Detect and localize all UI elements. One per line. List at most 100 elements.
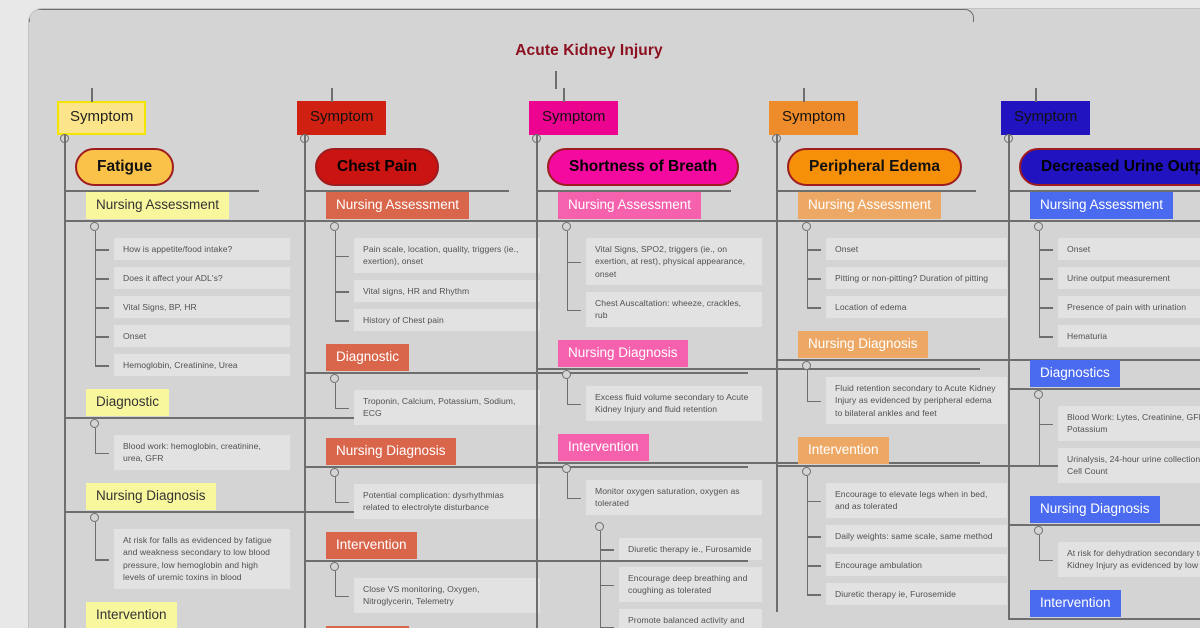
branch-drop-shortness-of-breath[interactable] [563,88,565,102]
leaf-decreased-urine-output-0-2[interactable]: Presence of pain with urination [1058,296,1200,318]
category-shortness-of-breath-0[interactable]: Nursing Assessment [558,192,701,219]
rail-fatigue-0[interactable] [95,231,97,365]
category-underline-chest-pain-1[interactable] [304,372,748,374]
leaf-peripheral-edema-2-3[interactable]: Diuretic therapy ie, Furosemide [826,583,1007,605]
rail-shortness-of-breath-0[interactable] [567,231,569,310]
leaf-stub-peripheral-edema-0-1[interactable] [807,278,821,280]
rail-shortness-of-breath-2[interactable] [567,473,569,498]
spine-peripheral-edema[interactable] [776,134,778,612]
leaf-stub-fatigue-2-0[interactable] [95,559,109,561]
leaf-shortness-of-breath-0-0[interactable]: Vital Signs, SPO2, triggers (ie., on exe… [586,238,762,285]
branch-header-peripheral-edema[interactable]: Symptom [769,101,858,135]
leaf-fatigue-0-4[interactable]: Hemoglobin, Creatinine, Urea [114,354,290,376]
rail-chest-pain-1[interactable] [335,383,337,408]
leaf-shortness-of-breath-2-0-2[interactable]: Promote balanced activity and rest [619,609,762,628]
collapse-knob-shortness-of-breath-2[interactable] [562,464,571,473]
category-underline-peripheral-edema-1[interactable] [776,359,1200,361]
symptom-pill-fatigue[interactable]: Fatigue [75,148,174,186]
rail-chest-pain-2[interactable] [335,477,337,502]
leaf-stub-fatigue-0-0[interactable] [95,249,109,251]
leaf-shortness-of-breath-0-1[interactable]: Chest Auscaltation: wheeze, crackles, ru… [586,292,762,327]
collapse-knob-peripheral-edema-1[interactable] [802,361,811,370]
rail-chest-pain-3[interactable] [335,571,337,596]
leaf-stub-chest-pain-2-0[interactable] [335,502,349,504]
rail-peripheral-edema-2[interactable] [807,476,809,594]
leaf-decreased-urine-output-2-0[interactable]: At risk for dehydration secondary to Acu… [1058,542,1200,577]
leaf-stub-fatigue-1-0[interactable] [95,453,109,455]
collapse-knob-fatigue-2[interactable] [90,513,99,522]
leaf-stub-decreased-urine-output-1-1[interactable] [1039,466,1053,468]
leaf-peripheral-edema-0-1[interactable]: Pitting or non-pitting? Duration of pitt… [826,267,1007,289]
collapse-knob-chest-pain-2[interactable] [330,468,339,477]
spine-decreased-urine-output[interactable] [1008,134,1010,620]
leaf-fatigue-0-1[interactable]: Does it affect your ADL's? [114,267,290,289]
leaf-shortness-of-breath-2-0-1[interactable]: Encourage deep breathing and coughing as… [619,567,762,602]
leaf-chest-pain-0-2[interactable]: History of Chest pain [354,309,540,331]
leaf-peripheral-edema-2-2[interactable]: Encourage ambulation [826,554,1007,576]
spine-shortness-of-breath[interactable] [536,134,538,628]
collapse-knob-shortness-of-breath-0[interactable] [562,222,571,231]
branch-drop-decreased-urine-output[interactable] [1035,88,1037,102]
leaf-stub-fatigue-0-2[interactable] [95,307,109,309]
leaf-stub-chest-pain-3-0[interactable] [335,596,349,598]
leaf-decreased-urine-output-0-0[interactable]: Onset [1058,238,1200,260]
branch-header-chest-pain[interactable]: Symptom [297,101,386,135]
leaf-chest-pain-0-0[interactable]: Pain scale, location, quality, triggers … [354,238,540,273]
collapse-knob-peripheral-edema-2[interactable] [802,467,811,476]
leaf-stub-decreased-urine-output-0-3[interactable] [1039,336,1053,338]
collapse-knob-shortness-of-breath-2-0[interactable] [595,522,604,531]
category-shortness-of-breath-1[interactable]: Nursing Diagnosis [558,340,688,367]
category-fatigue-1[interactable]: Diagnostic [86,389,169,416]
collapse-knob-chest-pain-0[interactable] [330,222,339,231]
collapse-knob-shortness-of-breath-1[interactable] [562,370,571,379]
leaf-stub-fatigue-0-3[interactable] [95,336,109,338]
branch-header-shortness-of-breath[interactable]: Symptom [529,101,618,135]
leaf-fatigue-1-0[interactable]: Blood work: hemoglobin, creatinine, urea… [114,435,290,470]
rail-peripheral-edema-1[interactable] [807,370,809,401]
branch-drop-fatigue[interactable] [91,88,93,102]
rail-decreased-urine-output-0[interactable] [1039,231,1041,336]
leaf-stub-decreased-urine-output-2-0[interactable] [1039,560,1053,562]
leaf-decreased-urine-output-1-1[interactable]: Urinalysis, 24-hour urine collection, C&… [1058,448,1200,483]
leaf-stub-peripheral-edema-2-1[interactable] [807,536,821,538]
branch-header-decreased-urine-output[interactable]: Symptom [1001,101,1090,135]
leaf-stub-decreased-urine-output-1-0[interactable] [1039,424,1053,426]
category-chest-pain-3[interactable]: Intervention [326,532,417,559]
leaf-stub-chest-pain-0-0[interactable] [335,256,349,258]
leaf-peripheral-edema-0-2[interactable]: Location of edema [826,296,1007,318]
leaf-stub-decreased-urine-output-0-2[interactable] [1039,307,1053,309]
leaf-stub-decreased-urine-output-0-0[interactable] [1039,249,1053,251]
category-fatigue-0[interactable]: Nursing Assessment [86,192,229,219]
leaf-stub-shortness-of-breath-1-0[interactable] [567,404,581,406]
leaf-chest-pain-0-1[interactable]: Vital signs, HR and Rhythm [354,280,540,302]
leaf-fatigue-0-2[interactable]: Vital Signs, BP, HR [114,296,290,318]
category-fatigue-2[interactable]: Nursing Diagnosis [86,483,216,510]
leaf-chest-pain-2-0[interactable]: Potential complication: dysrhythmias rel… [354,484,540,519]
symptom-pill-decreased-urine-output[interactable]: Decreased Urine Output [1019,148,1200,186]
collapse-knob-fatigue-0[interactable] [90,222,99,231]
collapse-knob-chest-pain-1[interactable] [330,374,339,383]
leaf-stub-shortness-of-breath-2-0-1[interactable] [600,585,614,587]
collapse-knob-peripheral-edema-0[interactable] [802,222,811,231]
leaf-chest-pain-1-0[interactable]: Troponin, Calcium, Potassium, Sodium, EC… [354,390,540,425]
collapse-knob-decreased-urine-output-2[interactable] [1034,526,1043,535]
rail-fatigue-2[interactable] [95,522,97,559]
category-underline-shortness-of-breath-2[interactable] [536,462,980,464]
leaf-stub-peripheral-edema-0-0[interactable] [807,249,821,251]
rail-decreased-urine-output-2[interactable] [1039,535,1041,560]
leaf-shortness-of-breath-1-0[interactable]: Excess fluid volume secondary to Acute K… [586,386,762,421]
leaf-stub-shortness-of-breath-0-1[interactable] [567,310,581,312]
leaf-fatigue-2-0[interactable]: At risk for falls as evidenced by fatigu… [114,529,290,589]
leaf-stub-peripheral-edema-2-3[interactable] [807,594,821,596]
leaf-decreased-urine-output-0-3[interactable]: Hematuria [1058,325,1200,347]
category-chest-pain-0[interactable]: Nursing Assessment [326,192,469,219]
branch-drop-peripheral-edema[interactable] [803,88,805,102]
rail-chest-pain-0[interactable] [335,231,337,320]
spine-chest-pain[interactable] [304,134,306,628]
leaf-peripheral-edema-2-0[interactable]: Encourage to elevate legs when in bed, a… [826,483,1007,518]
category-decreased-urine-output-3[interactable]: Intervention [1030,590,1121,617]
collapse-knob-chest-pain-3[interactable] [330,562,339,571]
leaf-stub-chest-pain-1-0[interactable] [335,408,349,410]
leaf-stub-shortness-of-breath-2-0-0[interactable] [600,549,614,551]
category-decreased-urine-output-1[interactable]: Diagnostics [1030,360,1120,387]
